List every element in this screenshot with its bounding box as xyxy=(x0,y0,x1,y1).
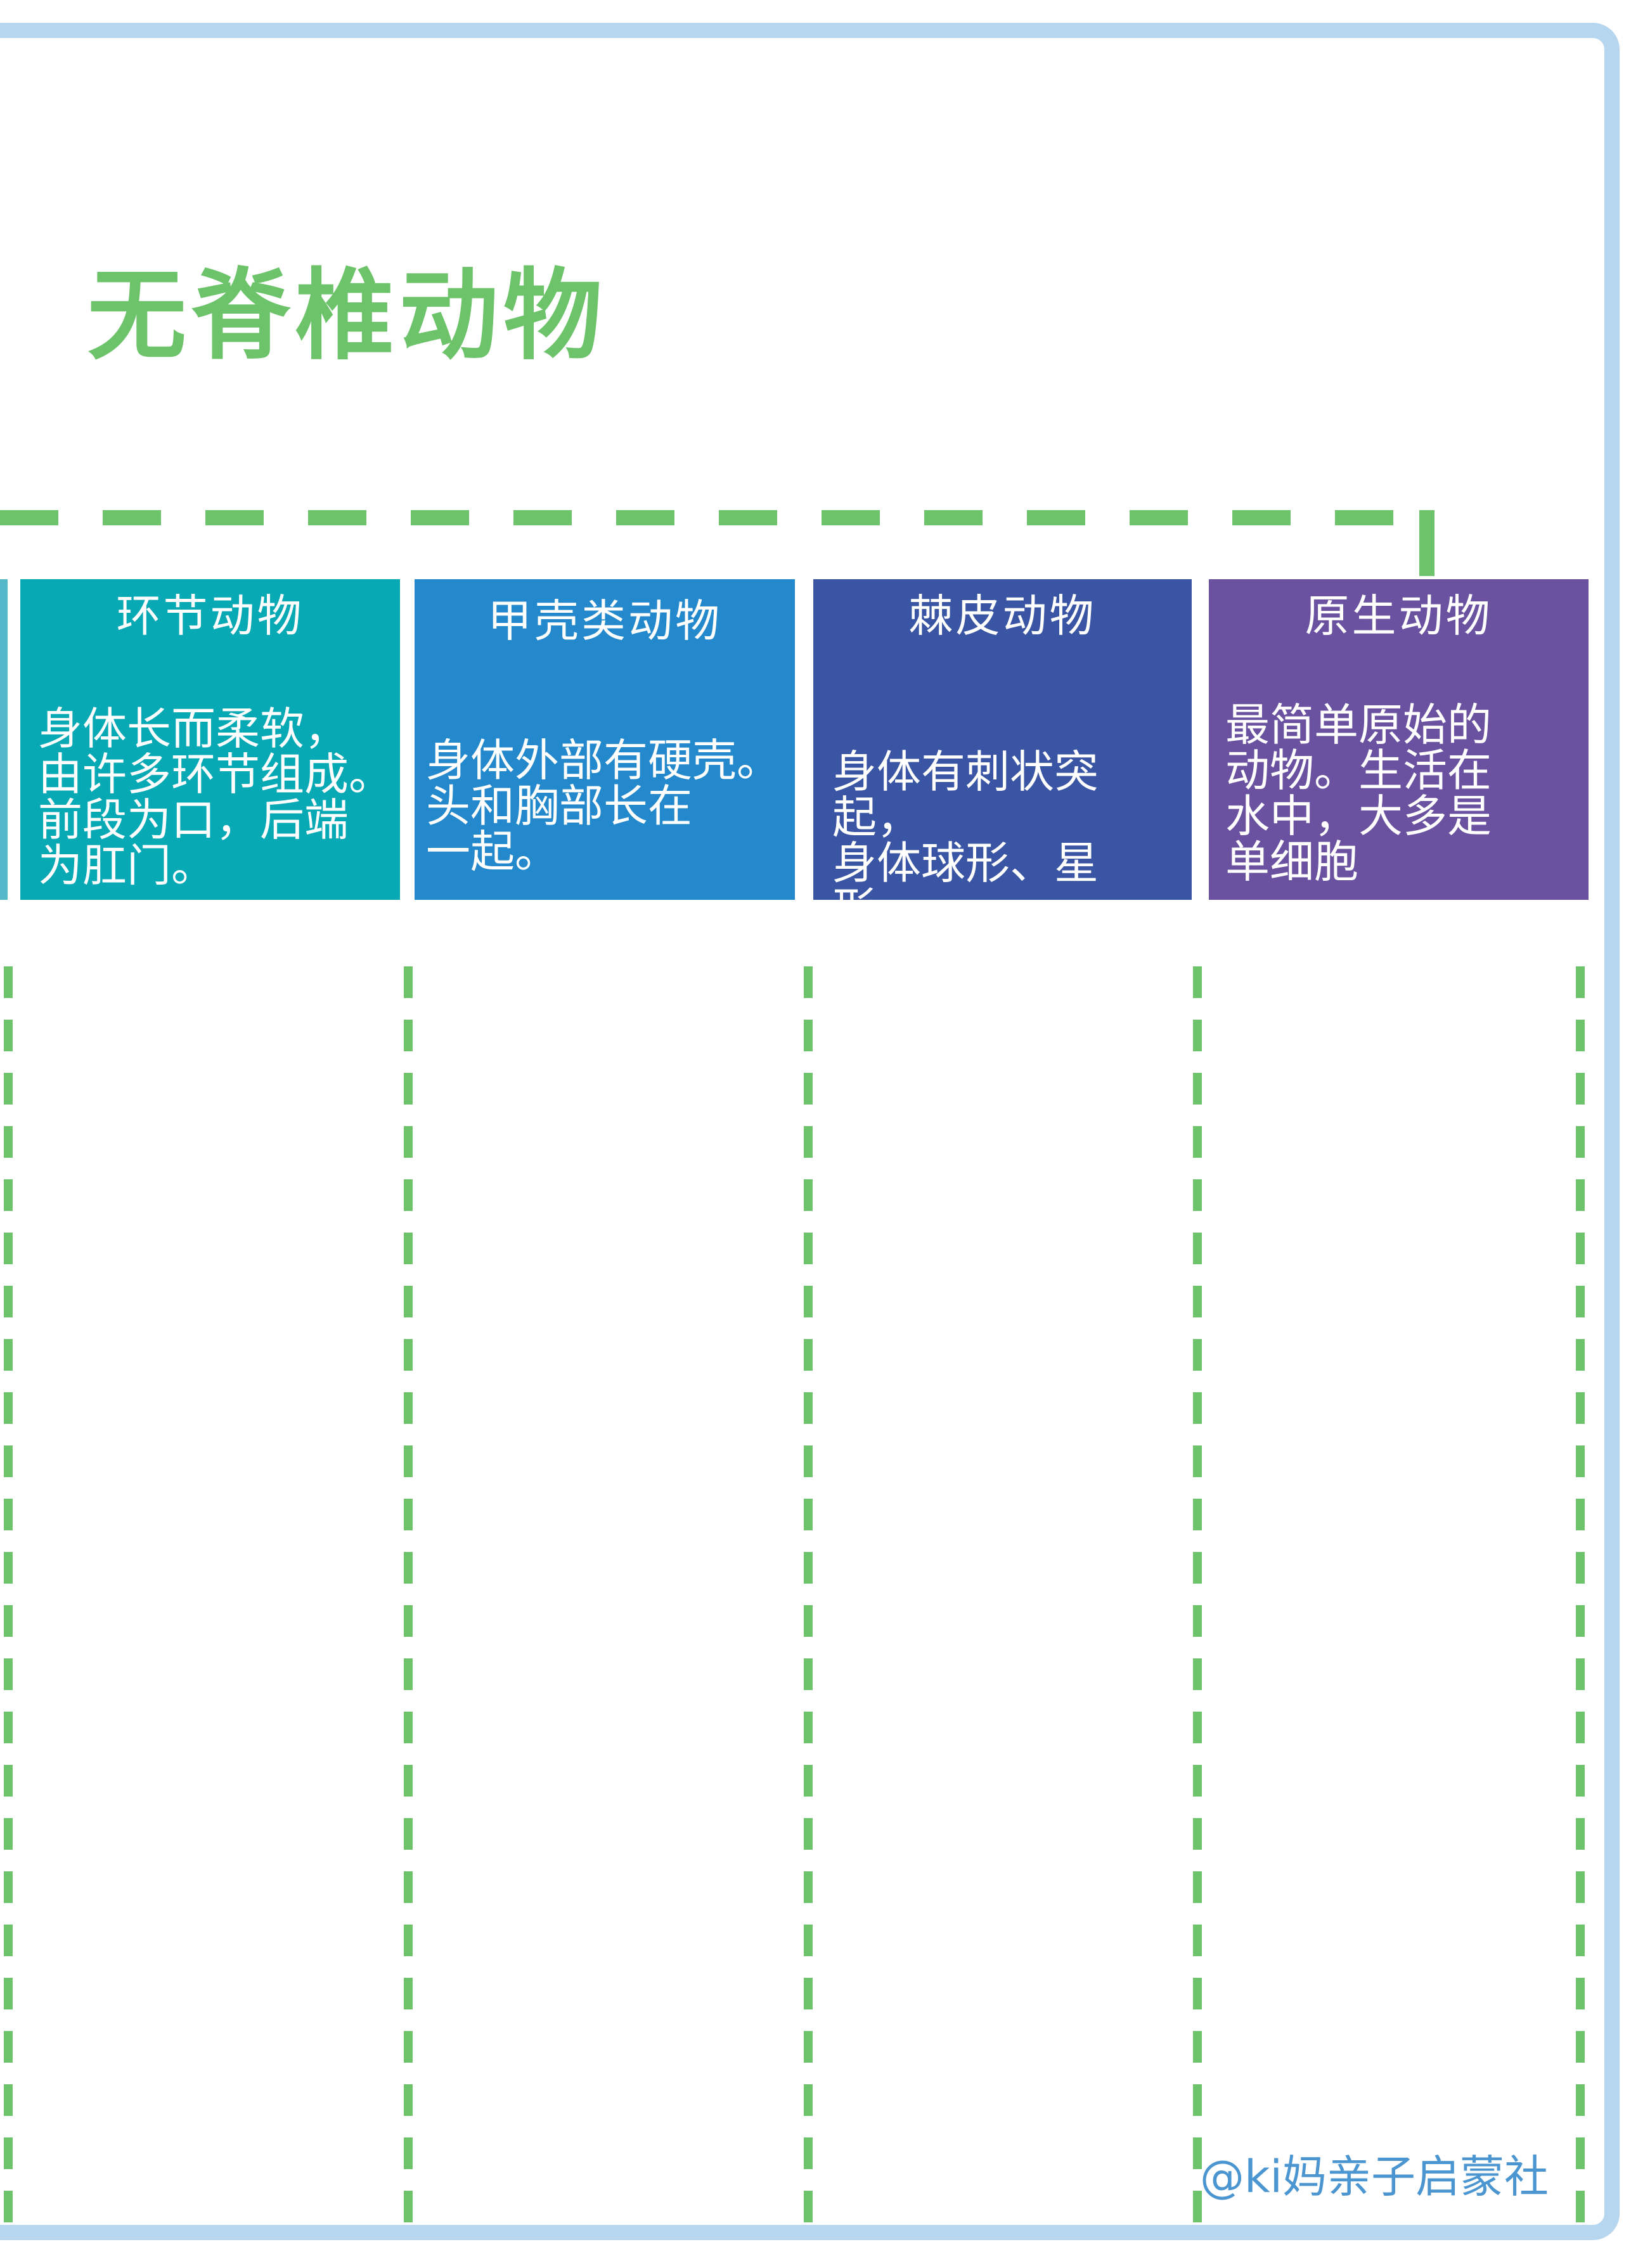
card-title: 棘皮动物 xyxy=(908,590,1097,642)
page-title: 无脊椎动物 xyxy=(87,258,607,373)
card-description: 身体长而柔软， 由许多环节组成。 前段为口，后端 为肛门。 xyxy=(38,703,393,892)
card-title: 甲壳类动物 xyxy=(487,595,722,647)
column-divider-dashed xyxy=(404,966,413,2227)
card-description: 最简单原始的 动物。生活在 水中，大多是 单细胞 xyxy=(1225,699,1492,888)
connector-stub xyxy=(1419,510,1434,576)
card-title: 原生动物 xyxy=(1305,590,1493,642)
card-description: 身体外部有硬壳。 头和胸部长在 一起。 xyxy=(426,734,781,878)
card-annelids: 环节动物 身体长而柔软， 由许多环节组成。 前段为口，后端 为肛门。 xyxy=(20,579,400,900)
card-echinoderms: 棘皮动物 身体有刺状突起， 身体球形、星形。 生活在海底 xyxy=(813,579,1192,900)
partial-card-edge xyxy=(0,579,8,900)
card-description: 身体有刺状突起， 身体球形、星形。 生活在海底 xyxy=(832,746,1099,900)
page-frame xyxy=(0,23,1620,2240)
connector-horizontal-dashed xyxy=(0,510,1434,525)
column-divider-dashed xyxy=(4,966,13,2227)
watermark: @ki妈亲子启蒙社 xyxy=(1200,2151,1549,2203)
column-divider-dashed xyxy=(1193,966,1202,2227)
column-divider-dashed xyxy=(804,966,813,2227)
column-divider-dashed xyxy=(1576,966,1585,2227)
card-protozoa: 原生动物 最简单原始的 动物。生活在 水中，大多是 单细胞 xyxy=(1209,579,1589,900)
card-crustaceans: 甲壳类动物 身体外部有硬壳。 头和胸部长在 一起。 xyxy=(415,579,795,900)
card-title: 环节动物 xyxy=(116,590,304,642)
